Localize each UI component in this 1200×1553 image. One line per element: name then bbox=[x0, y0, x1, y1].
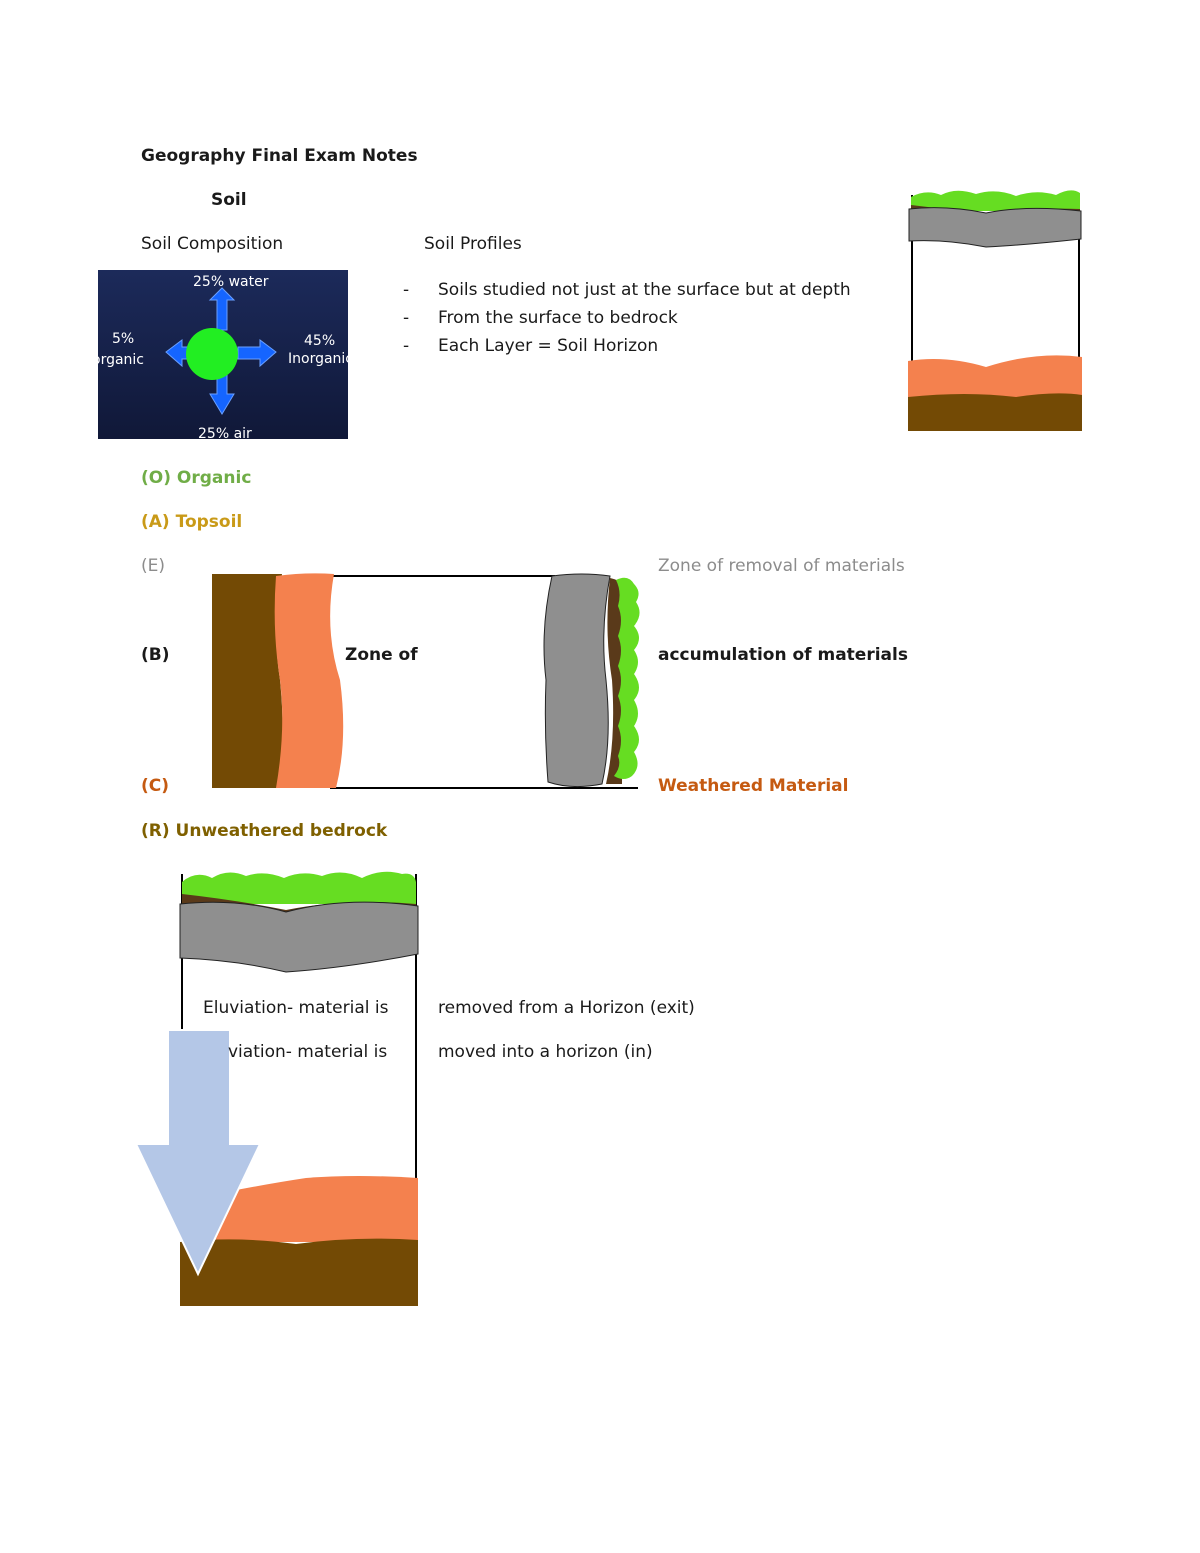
weathered-material-label: Weathered Material bbox=[658, 776, 849, 796]
eluviation-text-right: removed from a Horizon (exit) bbox=[438, 998, 695, 1018]
arrow-right-icon bbox=[237, 339, 277, 368]
soil-composition-diagram: 25% water 5% organic 45% Inorganic 25% a… bbox=[98, 270, 348, 439]
arrow-down-icon bbox=[209, 365, 235, 415]
bullet-dash: - bbox=[403, 336, 410, 356]
section-heading: Soil bbox=[211, 190, 247, 210]
bullet-dash: - bbox=[403, 308, 410, 328]
water-label: 25% water bbox=[193, 274, 269, 290]
soil-profile-drawing-horizontal bbox=[210, 570, 650, 792]
zone-accumulation-label: accumulation of materials bbox=[658, 645, 908, 665]
horizon-r-label: (R) Unweathered bedrock bbox=[141, 821, 388, 841]
organic-pct-label: 5% bbox=[112, 331, 135, 347]
center-circle-icon bbox=[186, 328, 238, 380]
soil-profile-drawing-small bbox=[906, 185, 1086, 435]
horizon-b-label: (B) bbox=[141, 645, 170, 665]
zone-removal-label: Zone of removal of materials bbox=[658, 556, 905, 576]
horizon-o-label: (O) Organic bbox=[141, 468, 252, 488]
soil-profile-drawing-large bbox=[176, 868, 424, 1308]
horizon-a-label: (A) Topsoil bbox=[141, 512, 243, 532]
illuviation-text-left: viation- material is bbox=[228, 1042, 388, 1062]
down-arrow-icon bbox=[134, 1028, 264, 1278]
eluviation-text-left: Eluviation- material is bbox=[203, 998, 389, 1018]
illuviation-text-right: moved into a horizon (in) bbox=[438, 1042, 653, 1062]
arrow-up-icon bbox=[208, 287, 236, 331]
zone-of-label: Zone of bbox=[345, 645, 418, 665]
inorganic-pct-label: 45% bbox=[304, 333, 336, 349]
composition-heading: Soil Composition bbox=[141, 234, 284, 254]
inorganic-word-label: Inorganic bbox=[288, 351, 348, 367]
organic-word-label: organic bbox=[98, 352, 145, 368]
horizon-c-label: (C) bbox=[141, 776, 170, 796]
bullet-dash: - bbox=[403, 280, 410, 300]
bullet-item: Soils studied not just at the surface bu… bbox=[438, 280, 851, 300]
air-label: 25% air bbox=[198, 426, 252, 439]
bullet-item: Each Layer = Soil Horizon bbox=[438, 336, 659, 356]
bullet-item: From the surface to bedrock bbox=[438, 308, 678, 328]
horizon-e-label: (E) bbox=[141, 556, 166, 576]
page-title: Geography Final Exam Notes bbox=[141, 146, 418, 166]
profiles-heading: Soil Profiles bbox=[424, 234, 522, 254]
